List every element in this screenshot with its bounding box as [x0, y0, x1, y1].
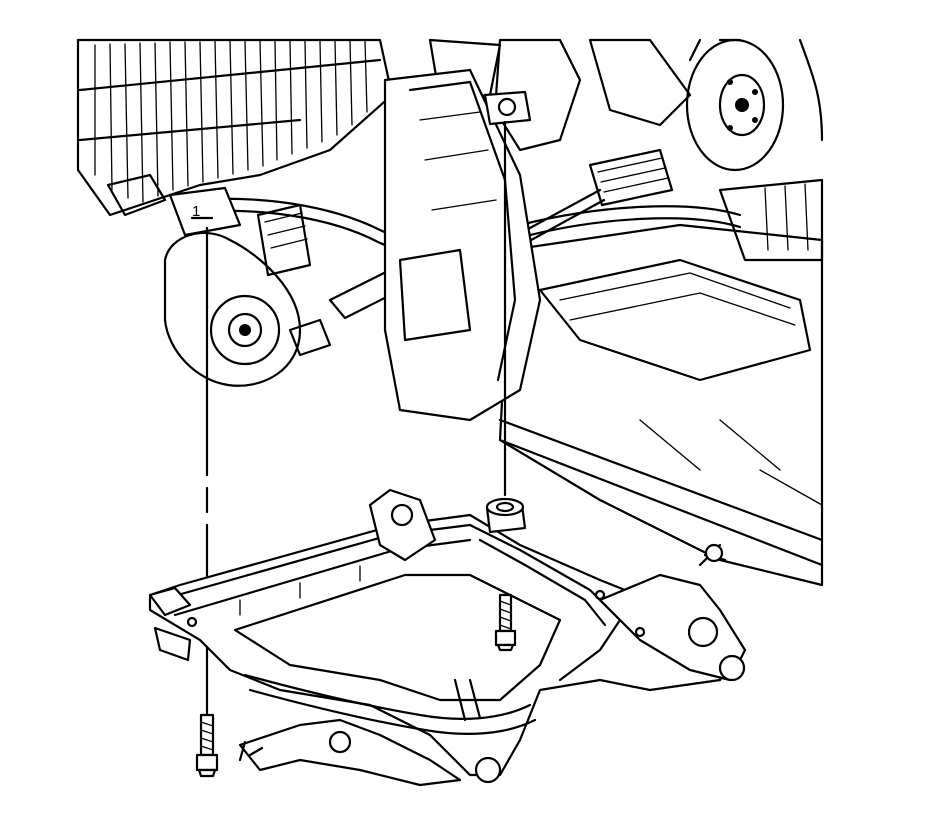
right-brake-rotor: [685, 38, 785, 172]
callout-1: 1: [192, 203, 200, 220]
left-subframe-bolt: [195, 713, 219, 778]
right-subframe-bolt: [494, 593, 517, 652]
right-body-mount: [483, 90, 532, 126]
left-knuckle-hub: [163, 203, 332, 387]
floor-pan: [498, 178, 824, 587]
vehicle-underbody: 1: [76, 38, 824, 587]
radiator-condenser: [76, 38, 394, 217]
left-body-mount: 1: [168, 186, 242, 237]
front-subframe: [148, 488, 747, 787]
frame-rail: [383, 68, 542, 422]
